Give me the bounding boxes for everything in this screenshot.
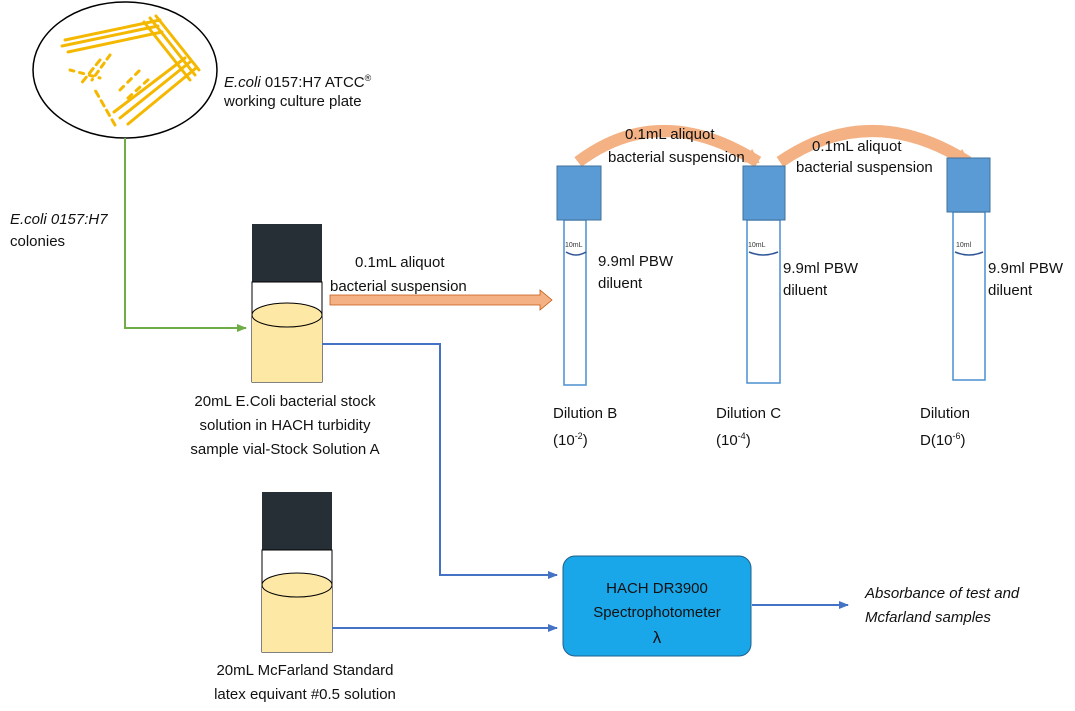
tube-c-label2-end: ) (745, 432, 751, 449)
tube-d-label2-base: D(10 (920, 432, 953, 449)
colonies-arrow (124, 138, 247, 332)
transfer-cd-line1: 0.1mL aliquot (812, 138, 902, 155)
tube-d-label1: Dilution (920, 405, 971, 422)
tube-c-label1: Dilution C (716, 405, 782, 422)
tube-d-diluent1: 9.9ml PBW (988, 260, 1064, 277)
tube-d-diluent2: diluent (988, 282, 1033, 299)
tube-c-diluent1: 9.9ml PBW (783, 260, 859, 277)
tube-c-diluent2: diluent (783, 282, 828, 299)
tube-b-label2-end: ) (582, 432, 588, 449)
transfer-cd-line2: bacterial suspension (796, 159, 933, 176)
colonies-label-line1: E.coli 0157:H7 (10, 211, 108, 228)
spectro-line1: HACH DR3900 (606, 580, 708, 597)
tube-b-label2: (10-2) (553, 426, 588, 451)
tube-b-diluent1: 9.9ml PBW (598, 253, 674, 270)
tube-d-label2: D(10-6) (920, 426, 966, 451)
plate-label-strain: 0157:H7 ATCC (260, 74, 365, 91)
stock-label-line1: 20mL E.Coli bacterial stock (194, 393, 376, 410)
tube-b-label2-exp: -2 (574, 431, 583, 441)
streak-pattern (60, 14, 201, 127)
stock-label-line2: solution in HACH turbidity (199, 417, 371, 434)
transfer-bc-line1: 0.1mL aliquot (625, 126, 715, 143)
tube-d-label2-exp: -6 (952, 431, 961, 441)
plate-label-species: E.coli (224, 74, 261, 91)
tube-c-label2-base: (10 (716, 432, 738, 449)
registered-mark: ® (364, 73, 372, 83)
tube-d (946, 157, 991, 381)
mcfarland-vial (261, 492, 333, 653)
tube-c-label2-exp: -4 (737, 431, 746, 441)
transfer-arrow-main (329, 289, 553, 311)
stock-to-spectro-line (322, 343, 558, 579)
tube-d-label2-end: ) (960, 432, 966, 449)
tube-b-label1: Dilution B (553, 405, 618, 422)
stock-label-line3: sample vial-Stock Solution A (190, 441, 380, 458)
spectrophotometer-box (562, 555, 752, 657)
tube-c-label2: (10-4) (716, 426, 751, 451)
output-line1: Absorbance of test and (865, 585, 1020, 602)
tube-b (556, 165, 602, 386)
plate-label: E.coli 0157:H7 ATCC® (224, 68, 371, 93)
output-line2: Mcfarland samples (865, 609, 991, 626)
tube-c (742, 165, 786, 384)
spectro-line2: Spectrophotometer (593, 604, 721, 621)
tube-b-diluent2: diluent (598, 275, 643, 292)
transfer-arrow-cd (776, 125, 972, 168)
tube-c-mark: 10mL (748, 242, 766, 249)
colonies-label-line2: colonies (10, 233, 66, 250)
tube-d-mark: 10ml (956, 242, 972, 249)
mcfarland-label-line2: latex equivant #0.5 solution (214, 686, 396, 703)
transfer-main-line1: 0.1mL aliquot (355, 254, 445, 271)
mcfarland-label-line1: 20mL McFarland Standard (216, 662, 394, 679)
lambda-symbol: λ (652, 628, 662, 647)
tube-b-label2-base: (10 (553, 432, 575, 449)
transfer-main-line2: bacterial suspension (330, 278, 467, 295)
culture-plate (32, 1, 218, 139)
plate-label-line2: working culture plate (224, 93, 362, 110)
transfer-arrow-bc (574, 125, 762, 168)
stock-vial (251, 224, 323, 383)
transfer-bc-line2: bacterial suspension (608, 149, 745, 166)
tube-b-mark: 10mL (565, 242, 583, 249)
